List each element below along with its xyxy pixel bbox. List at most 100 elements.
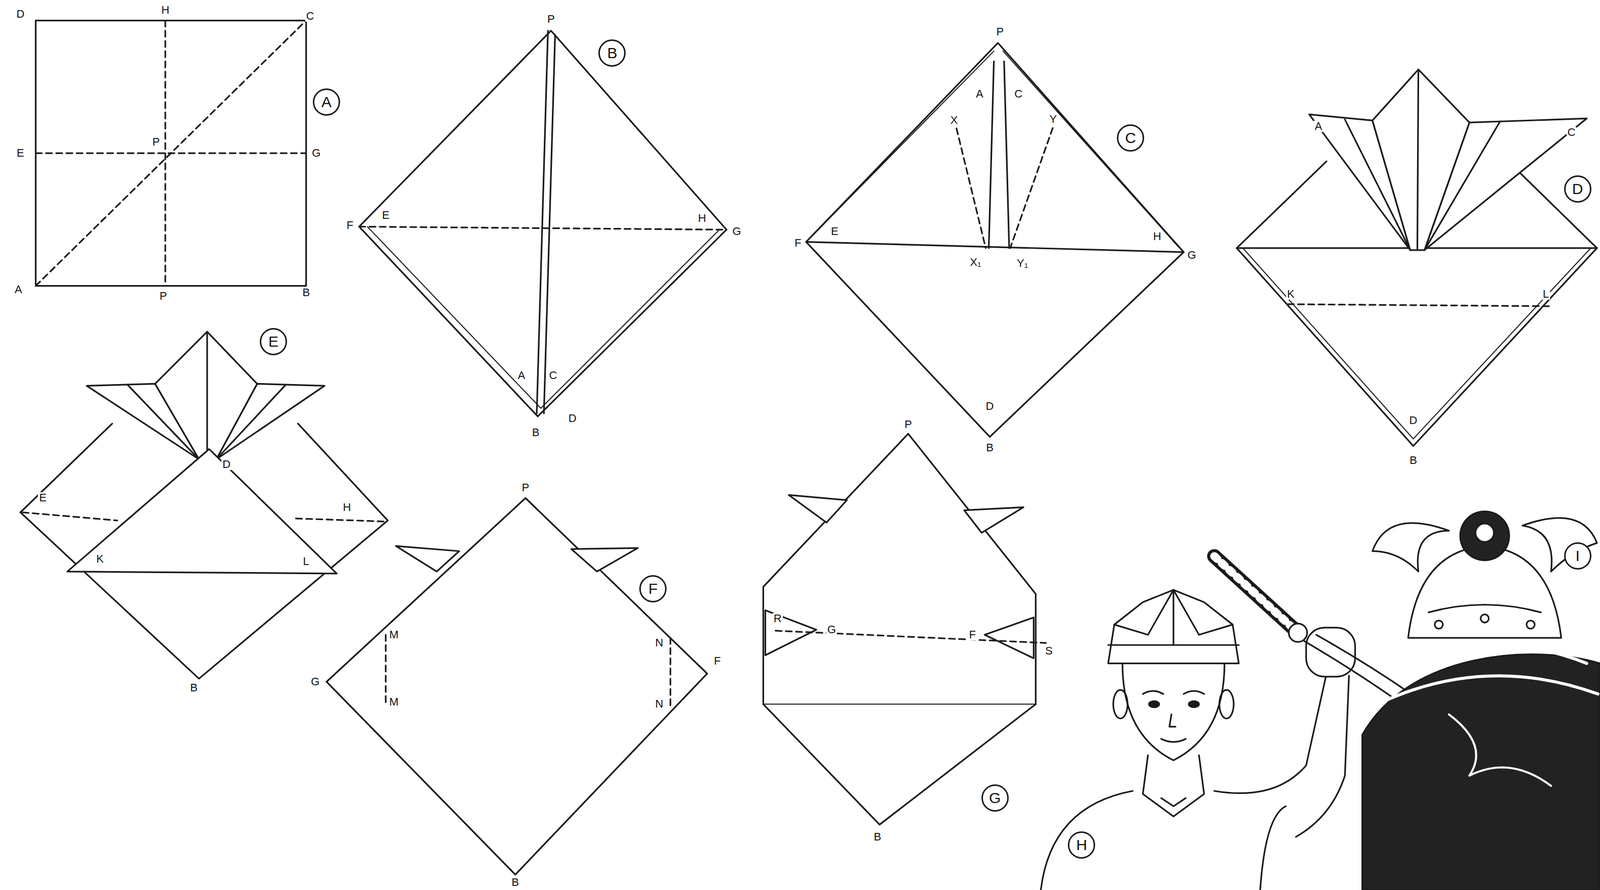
step-circle: D: [1564, 175, 1592, 203]
point-label: P: [151, 136, 162, 148]
point-label: S: [1044, 645, 1054, 657]
helmet-fold: [67, 449, 337, 574]
boy-illustration: [1161, 738, 1186, 742]
boy-illustration: [1172, 589, 1174, 645]
boy-illustration: [1142, 690, 1163, 694]
folded-diamond: [359, 226, 727, 230]
point-label: E: [829, 225, 840, 238]
step-circle: E: [259, 327, 288, 356]
point-label: Y: [1048, 113, 1058, 125]
helmet-fold: [775, 630, 1047, 643]
step-letter: C: [1124, 130, 1137, 146]
helmet-fold: [22, 512, 118, 521]
folded-diamond: [359, 30, 727, 417]
step-circle: F: [639, 575, 667, 603]
folded-diamond: [806, 42, 1184, 437]
helmet-illustration: [1475, 523, 1494, 542]
boy-illustration: [1108, 589, 1239, 664]
point-label: F: [793, 237, 803, 249]
helmet-fold: [1417, 69, 1419, 250]
point-label: D: [1408, 414, 1419, 427]
boy-illustration: [1288, 623, 1307, 642]
helmet-fold: [385, 634, 387, 704]
folded-diamond: [811, 51, 994, 237]
point-label: N: [653, 637, 665, 649]
point-label: H: [696, 212, 708, 224]
point-label: M: [388, 696, 400, 708]
boy-illustration: [1219, 689, 1234, 719]
boy-illustration: [1041, 790, 1134, 890]
step-letter: I: [1575, 548, 1580, 564]
point-label: H: [160, 4, 171, 16]
helmet-illustration: [1372, 523, 1449, 572]
point-label: P: [158, 290, 169, 302]
helmet-fold: [763, 433, 1046, 825]
point-label: L: [302, 555, 311, 568]
point-label: G: [1186, 249, 1198, 261]
point-label: P: [995, 26, 1005, 38]
point-label: K: [95, 553, 106, 565]
point-label: B: [189, 682, 199, 694]
boy-illustration: [1260, 806, 1286, 890]
helmet-fold: [1508, 161, 1597, 249]
boy-illustration: [1183, 690, 1204, 694]
step-letter: G: [989, 790, 1001, 806]
point-label: E: [381, 209, 391, 221]
boy-illustration: [1188, 700, 1199, 708]
helmet-illustration: [1480, 614, 1489, 623]
folded-diamond: [1003, 51, 1179, 248]
point-label: C: [1013, 88, 1024, 100]
folded-diamond: [806, 42, 1184, 437]
point-label: B: [531, 427, 541, 439]
point-label: C: [547, 369, 558, 382]
helmet-fold: [20, 423, 113, 513]
boy-illustration: [1122, 663, 1225, 761]
point-label: G: [309, 676, 321, 688]
helmet-illustration: [1522, 518, 1597, 572]
folded-diamond: [989, 61, 995, 249]
point-label: B: [1408, 454, 1419, 466]
point-label: B: [510, 876, 521, 888]
boy-illustration: [1142, 755, 1204, 817]
point-label: A: [974, 88, 985, 100]
step-circle: C: [1116, 124, 1145, 152]
helmet-fold: [296, 518, 387, 522]
step-letter: D: [1572, 181, 1584, 197]
step-circle: A: [312, 88, 341, 116]
point-label: C: [305, 10, 316, 22]
helmet-fold: [1236, 248, 1597, 447]
boy-illustration: [1305, 627, 1355, 677]
point-label: Y₁: [1015, 257, 1029, 269]
step-letter: F: [648, 581, 658, 597]
helmet-fold: [1287, 304, 1549, 307]
helmet-illustration: [1362, 511, 1600, 890]
helmet-fold: [326, 497, 708, 875]
point-label: D: [221, 458, 232, 470]
point-label: P: [546, 13, 556, 25]
step-circle: G: [981, 784, 1009, 812]
helmet-fold: [395, 545, 459, 572]
helmet-illustration: [1460, 511, 1510, 561]
square-sheet: [35, 20, 307, 287]
point-label: F: [968, 629, 977, 641]
boy-illustration: [1169, 714, 1176, 727]
point-label: L: [1541, 288, 1550, 300]
square-sheet: [35, 20, 307, 287]
point-label: H: [1152, 230, 1163, 243]
helmet-fold: [155, 331, 258, 459]
helmet-illustration: [1526, 620, 1535, 629]
boy-illustration: [1214, 556, 1297, 631]
point-label: G: [310, 147, 322, 159]
step-letter: B: [606, 45, 618, 61]
folded-diamond: [806, 242, 1184, 253]
point-label: M: [388, 629, 400, 641]
helmet-fold: [788, 494, 847, 523]
folded-diamond: [1004, 61, 1010, 249]
step-letter: E: [268, 334, 279, 350]
helmet-fold: [984, 617, 1034, 659]
point-label: X: [949, 114, 960, 126]
boy-illustration: [1149, 700, 1160, 708]
helmet-fold: [1236, 161, 1327, 249]
point-label: G: [826, 624, 837, 636]
